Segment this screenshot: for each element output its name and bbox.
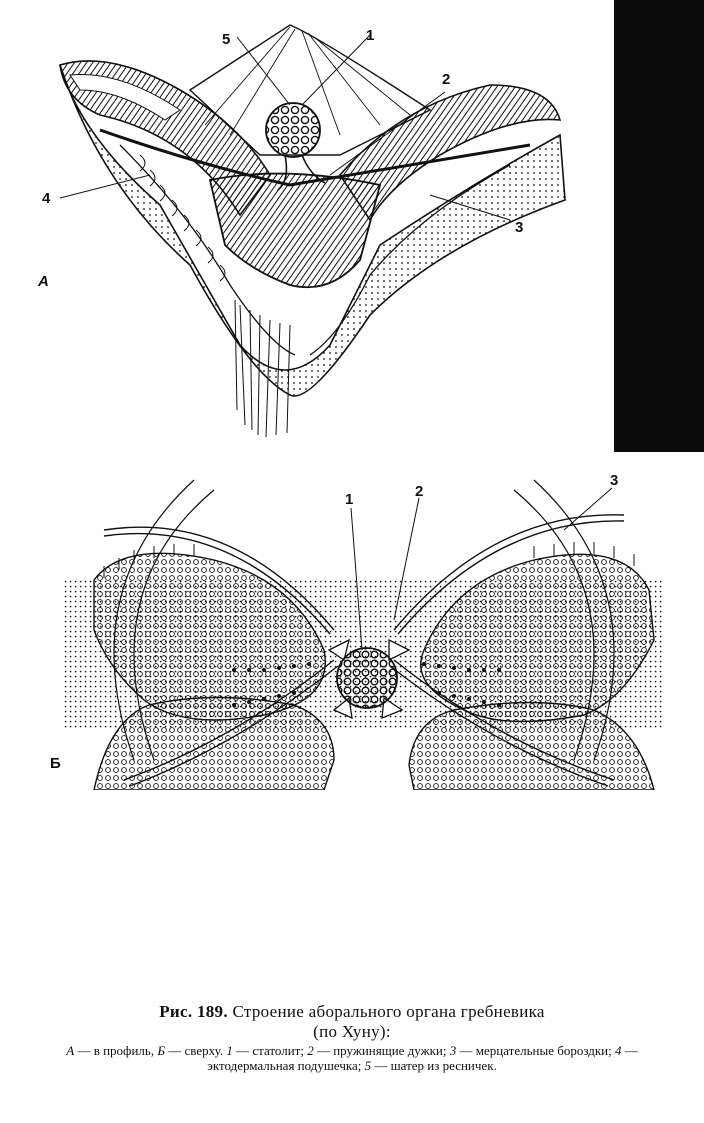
figure-panel-a: 5 1 2 3 4 А (38, 15, 600, 440)
legend-key-4: 4 (615, 1043, 622, 1058)
black-edge-tab (614, 0, 704, 452)
label-5: 5 (222, 31, 231, 48)
top-view-drawing (64, 479, 664, 790)
legend-key-3: 3 (449, 1043, 457, 1058)
legend-text-3: — мерцательные бороздки; (459, 1043, 612, 1058)
legend-key-1: 1 (226, 1043, 233, 1058)
label-3: 3 (515, 219, 524, 236)
legend-key-b: Б (157, 1043, 166, 1058)
label-2: 2 (442, 71, 451, 88)
figure-caption: Рис. 189. Строение аборального органа гр… (40, 1002, 664, 1073)
legend-text-b: — сверху. (168, 1043, 224, 1058)
figure-number: Рис. 189. (159, 1002, 228, 1021)
panel-b-letter: Б (50, 755, 61, 772)
figure-panel-b: 1 2 3 Б (50, 470, 664, 790)
profile-view-drawing (59, 24, 566, 438)
legend-key-5: 5 (364, 1057, 372, 1073)
caption-title-text: Строение аборального органа гребневика (232, 1002, 545, 1021)
caption-legend: А — в профиль, Б — сверху. 1 — статолит;… (40, 1043, 664, 1073)
legend-key-2: 2 (307, 1043, 314, 1058)
legend-text-5: — шатер из ресничек. (374, 1057, 497, 1073)
legend-text-1: — статолит; (236, 1043, 304, 1058)
caption-title: Рис. 189. Строение аборального органа гр… (40, 1002, 664, 1022)
panel-a-letter: А (38, 273, 49, 290)
legend-text-4: — эктодермальная подушечка; (207, 1043, 638, 1073)
label-b-3: 3 (610, 472, 619, 489)
caption-title-line2: (по Хуну): (313, 1022, 391, 1041)
label-b-1: 1 (345, 491, 354, 508)
legend-key-a: А (66, 1043, 75, 1058)
legend-text-2: — пружинящие дужки; (316, 1043, 447, 1058)
label-b-2: 2 (415, 483, 424, 500)
label-1: 1 (366, 27, 375, 44)
legend-text-a: — в профиль, (77, 1043, 155, 1058)
label-4: 4 (42, 190, 51, 207)
